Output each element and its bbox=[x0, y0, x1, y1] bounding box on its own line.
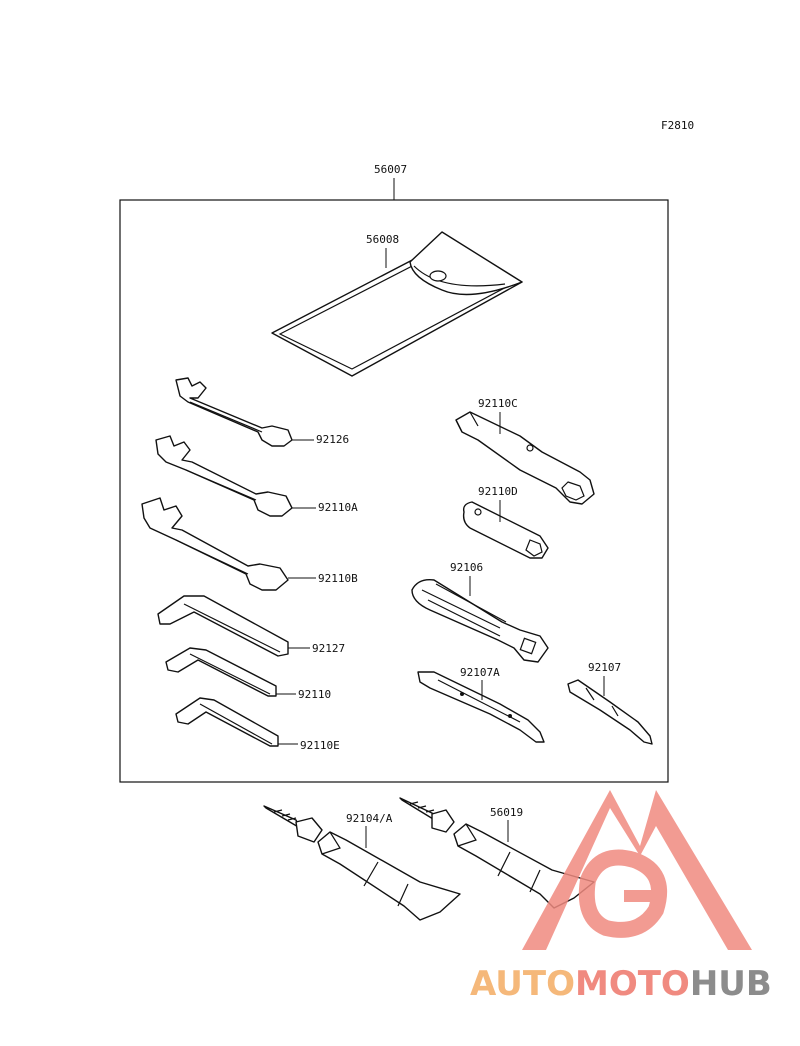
watermark-text: AUTOMOTOHUB bbox=[470, 964, 772, 1004]
wrench-92110A[interactable] bbox=[155, 435, 293, 517]
label-56008: 56008 bbox=[366, 233, 399, 246]
hex-key-92110[interactable] bbox=[165, 647, 277, 697]
label-92107A: 92107A bbox=[460, 666, 500, 679]
tool-bag-56008[interactable] bbox=[271, 231, 523, 377]
label-56007: 56007 bbox=[374, 163, 407, 176]
label-92110E: 92110E bbox=[300, 739, 340, 752]
hex-key-92127[interactable] bbox=[157, 595, 289, 657]
kit-frame bbox=[119, 199, 669, 783]
grease-tube-92104A[interactable] bbox=[263, 805, 461, 921]
label-92106: 92106 bbox=[450, 561, 483, 574]
hex-key-92110E[interactable] bbox=[175, 697, 279, 747]
driver-handle-92106[interactable] bbox=[411, 579, 549, 663]
label-92110: 92110 bbox=[298, 688, 331, 701]
watermark-moto: MOTO bbox=[575, 964, 690, 1004]
label-92126: 92126 bbox=[316, 433, 349, 446]
box-wrench-92110C[interactable] bbox=[455, 411, 595, 505]
screwdriver-bit-92107A[interactable] bbox=[417, 671, 545, 743]
figure-code: F2810 bbox=[661, 119, 694, 132]
label-92110D: 92110D bbox=[478, 485, 518, 498]
label-92104A: 92104/A bbox=[346, 812, 393, 825]
box-wrench-92110D[interactable] bbox=[462, 501, 549, 559]
screwdriver-bit-92107[interactable] bbox=[567, 679, 653, 745]
watermark-hub: HUB bbox=[690, 964, 772, 1004]
label-56019: 56019 bbox=[490, 806, 523, 819]
watermark-auto: AUTO bbox=[470, 964, 575, 1004]
label-92107: 92107 bbox=[588, 661, 621, 674]
wrench-92110B[interactable] bbox=[141, 497, 289, 591]
label-92127: 92127 bbox=[312, 642, 345, 655]
watermark-logo-icon bbox=[522, 790, 752, 950]
label-92110C: 92110C bbox=[478, 397, 518, 410]
wrench-92126[interactable] bbox=[175, 377, 293, 447]
label-92110B: 92110B bbox=[318, 572, 358, 585]
label-92110A: 92110A bbox=[318, 501, 358, 514]
